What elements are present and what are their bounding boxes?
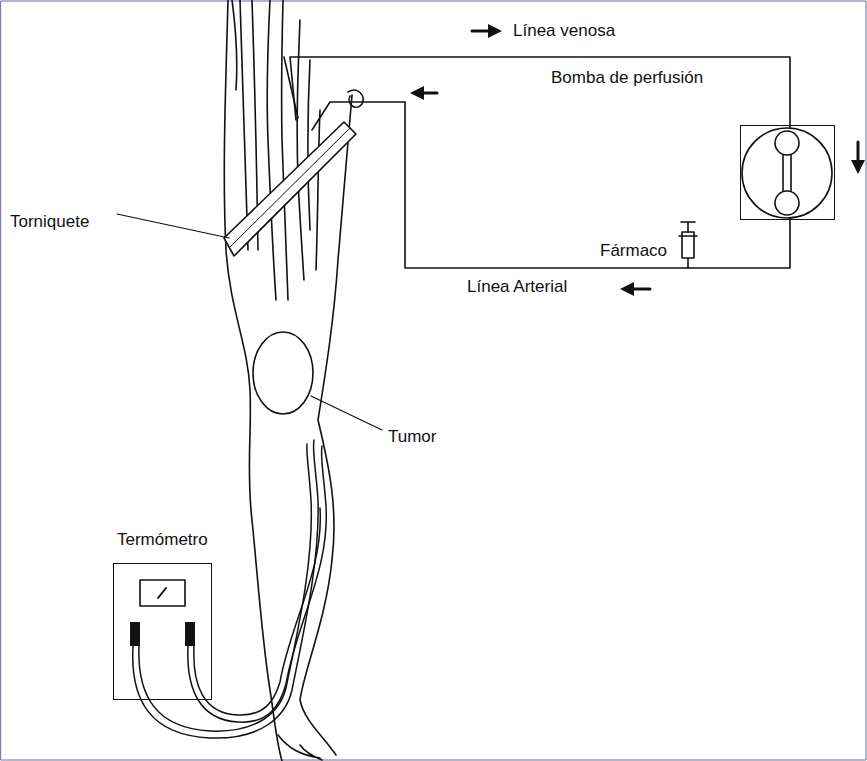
part-label: Torniquete xyxy=(10,212,89,232)
probe-cable xyxy=(133,440,327,738)
vessels xyxy=(232,0,320,300)
node-heading: Termómetro xyxy=(117,530,208,550)
pump-box: Bomba de perfusión xyxy=(740,125,835,220)
leader-line xyxy=(311,396,382,430)
leader-line xyxy=(117,214,229,238)
tourniquet xyxy=(224,122,356,256)
venous-line xyxy=(290,57,790,128)
part-label: Línea venosa xyxy=(513,21,615,41)
part-label: Línea Arterial xyxy=(467,277,567,297)
part-label: Tumor xyxy=(388,427,437,447)
syringe xyxy=(679,222,697,268)
foot xyxy=(278,735,322,760)
flow-arrow xyxy=(410,24,865,296)
thermometer-parts xyxy=(130,580,195,646)
arterial-line xyxy=(312,102,790,268)
thermometer-box: Termómetro xyxy=(113,563,212,700)
pump-rotor xyxy=(742,128,832,218)
tumor xyxy=(253,332,313,414)
node-heading: Bomba de perfusión xyxy=(551,68,703,88)
cannula-tie xyxy=(348,90,363,107)
part-label: Fármaco xyxy=(600,241,667,261)
